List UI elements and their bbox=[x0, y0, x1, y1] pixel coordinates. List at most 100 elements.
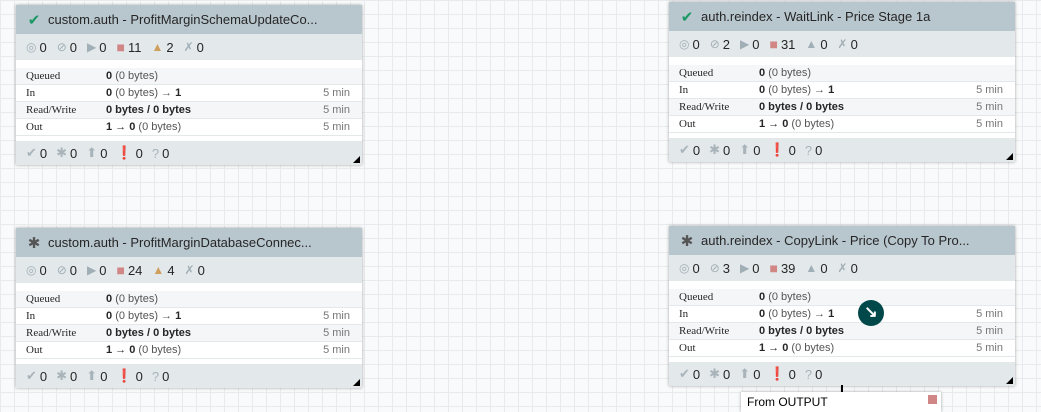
resize-handle[interactable] bbox=[1006, 153, 1013, 160]
resize-handle[interactable] bbox=[1006, 377, 1013, 384]
out-time: 5 min bbox=[323, 344, 350, 356]
queued-bytes: (0 bytes) bbox=[768, 67, 811, 79]
running-icon: ▶ bbox=[740, 37, 750, 51]
up-to-date-icon: ✔ bbox=[26, 368, 37, 383]
in-time: 5 min bbox=[323, 310, 350, 322]
rw-value: 0 bytes / 0 bytes bbox=[106, 104, 191, 116]
process-group-header[interactable]: ✱ custom.auth - ProfitMarginDatabaseConn… bbox=[16, 228, 362, 257]
component-stats: ◎0 ⊘0 ▶0 ■11 ▲2 ✗0 bbox=[16, 34, 362, 60]
invalid-count: 4 bbox=[167, 262, 175, 278]
process-group-header[interactable]: ✱ auth.reindex - CopyLink - Price (Copy … bbox=[669, 226, 1015, 255]
stale-count: 0 bbox=[753, 142, 761, 158]
transmitting-count: 0 bbox=[39, 262, 47, 278]
queued-value: 0 bbox=[106, 70, 113, 82]
transmitting-count: 0 bbox=[692, 260, 700, 276]
in-ports: 1 bbox=[175, 310, 182, 322]
up-to-date-count: 0 bbox=[39, 145, 48, 161]
out-time: 5 min bbox=[976, 118, 1003, 130]
not-transmitting-count: 2 bbox=[722, 36, 731, 52]
out-bytes: (0 bytes) bbox=[138, 344, 182, 356]
transmitting-icon: ◎ bbox=[679, 261, 690, 275]
process-group-title: auth.reindex - CopyLink - Price (Copy To… bbox=[701, 233, 970, 248]
modified-count: 0 bbox=[70, 145, 78, 161]
in-time: 5 min bbox=[976, 308, 1003, 320]
output-port[interactable]: From OUTPUT bbox=[741, 392, 941, 412]
connection-line bbox=[841, 385, 843, 393]
rw-label: Read/Write bbox=[679, 325, 730, 337]
error-count: 0 bbox=[135, 145, 143, 161]
in-label: In bbox=[26, 310, 36, 322]
component-stats: ◎0 ⊘3 ▶0 ■39 ▲0 ✗0 bbox=[669, 255, 1015, 281]
resize-handle[interactable] bbox=[353, 379, 360, 386]
unknown-icon: ? bbox=[804, 366, 813, 382]
running-icon: ▶ bbox=[740, 261, 750, 275]
out-ports: 1 → 0 bbox=[106, 121, 136, 133]
transmitting-icon: ◎ bbox=[679, 37, 690, 51]
queued-value: 0 bbox=[759, 291, 766, 303]
disabled-count: 0 bbox=[850, 260, 858, 276]
process-group[interactable]: ✱ custom.auth - ProfitMarginDatabaseConn… bbox=[16, 228, 362, 388]
process-group[interactable]: ✔ auth.reindex - WaitLink - Price Stage … bbox=[669, 2, 1015, 162]
rw-value: 0 bytes / 0 bytes bbox=[759, 325, 844, 337]
rw-label: Read/Write bbox=[26, 327, 77, 339]
disabled-count: 0 bbox=[197, 262, 205, 278]
process-group[interactable]: ✔ custom.auth - ProfitMarginSchemaUpdate… bbox=[16, 5, 362, 165]
out-bytes: (0 bytes) bbox=[791, 342, 835, 354]
transmitting-icon: ◎ bbox=[26, 40, 37, 54]
in-label: In bbox=[26, 87, 36, 99]
in-label: In bbox=[679, 84, 689, 96]
in-value: 0 bbox=[759, 84, 766, 96]
disabled-count: 0 bbox=[196, 39, 204, 55]
queued-value: 0 bbox=[106, 293, 113, 305]
unknown-count: 0 bbox=[815, 142, 823, 158]
unknown-icon: ? bbox=[151, 368, 160, 384]
stale-count: 0 bbox=[753, 366, 761, 382]
rw-value: 0 bytes / 0 bytes bbox=[759, 101, 844, 113]
not-transmitting-count: 0 bbox=[69, 262, 78, 278]
stale-icon: ⬆ bbox=[86, 145, 98, 160]
running-count: 0 bbox=[99, 39, 107, 55]
process-group[interactable]: ✱ auth.reindex - CopyLink - Price (Copy … bbox=[669, 226, 1015, 386]
resize-handle[interactable] bbox=[353, 156, 360, 163]
process-group-header[interactable]: ✔ auth.reindex - WaitLink - Price Stage … bbox=[669, 2, 1015, 31]
sync-error-icon: ❗ bbox=[116, 145, 133, 160]
version-stats: ✔0 ✱0 ⬆0 ❗0 ?0 bbox=[669, 362, 1015, 386]
transmitting-count: 0 bbox=[692, 36, 700, 52]
version-stats: ✔0 ✱0 ⬆0 ❗0 ?0 bbox=[16, 141, 362, 165]
in-bytes: (0 bytes) → bbox=[115, 87, 173, 99]
stopped-count: 39 bbox=[780, 260, 796, 276]
stale-icon: ⬆ bbox=[86, 368, 98, 383]
cursor-icon: ↘ bbox=[858, 300, 884, 326]
invalid-count: 2 bbox=[166, 39, 174, 55]
disabled-icon: ✗ bbox=[837, 37, 848, 51]
in-value: 0 bbox=[106, 310, 113, 322]
stopped-icon: ■ bbox=[769, 36, 778, 52]
unknown-count: 0 bbox=[815, 366, 823, 382]
process-group-title: custom.auth - ProfitMarginSchemaUpdateCo… bbox=[48, 12, 318, 27]
check-icon: ✔ bbox=[27, 11, 41, 29]
process-group-header[interactable]: ✔ custom.auth - ProfitMarginSchemaUpdate… bbox=[16, 5, 362, 34]
up-to-date-count: 0 bbox=[692, 366, 701, 382]
in-ports: 1 bbox=[828, 308, 835, 320]
disabled-icon: ✗ bbox=[183, 40, 194, 54]
check-icon: ✔ bbox=[680, 8, 694, 26]
unknown-count: 0 bbox=[162, 145, 170, 161]
warning-icon: ▲ bbox=[151, 40, 164, 54]
up-to-date-count: 0 bbox=[692, 142, 701, 158]
sync-error-icon: ❗ bbox=[116, 368, 133, 383]
process-group-title: auth.reindex - WaitLink - Price Stage 1a bbox=[701, 9, 931, 24]
modified-count: 0 bbox=[70, 368, 78, 384]
not-transmitting-icon: ⊘ bbox=[56, 40, 67, 54]
sync-error-icon: ❗ bbox=[769, 142, 786, 157]
